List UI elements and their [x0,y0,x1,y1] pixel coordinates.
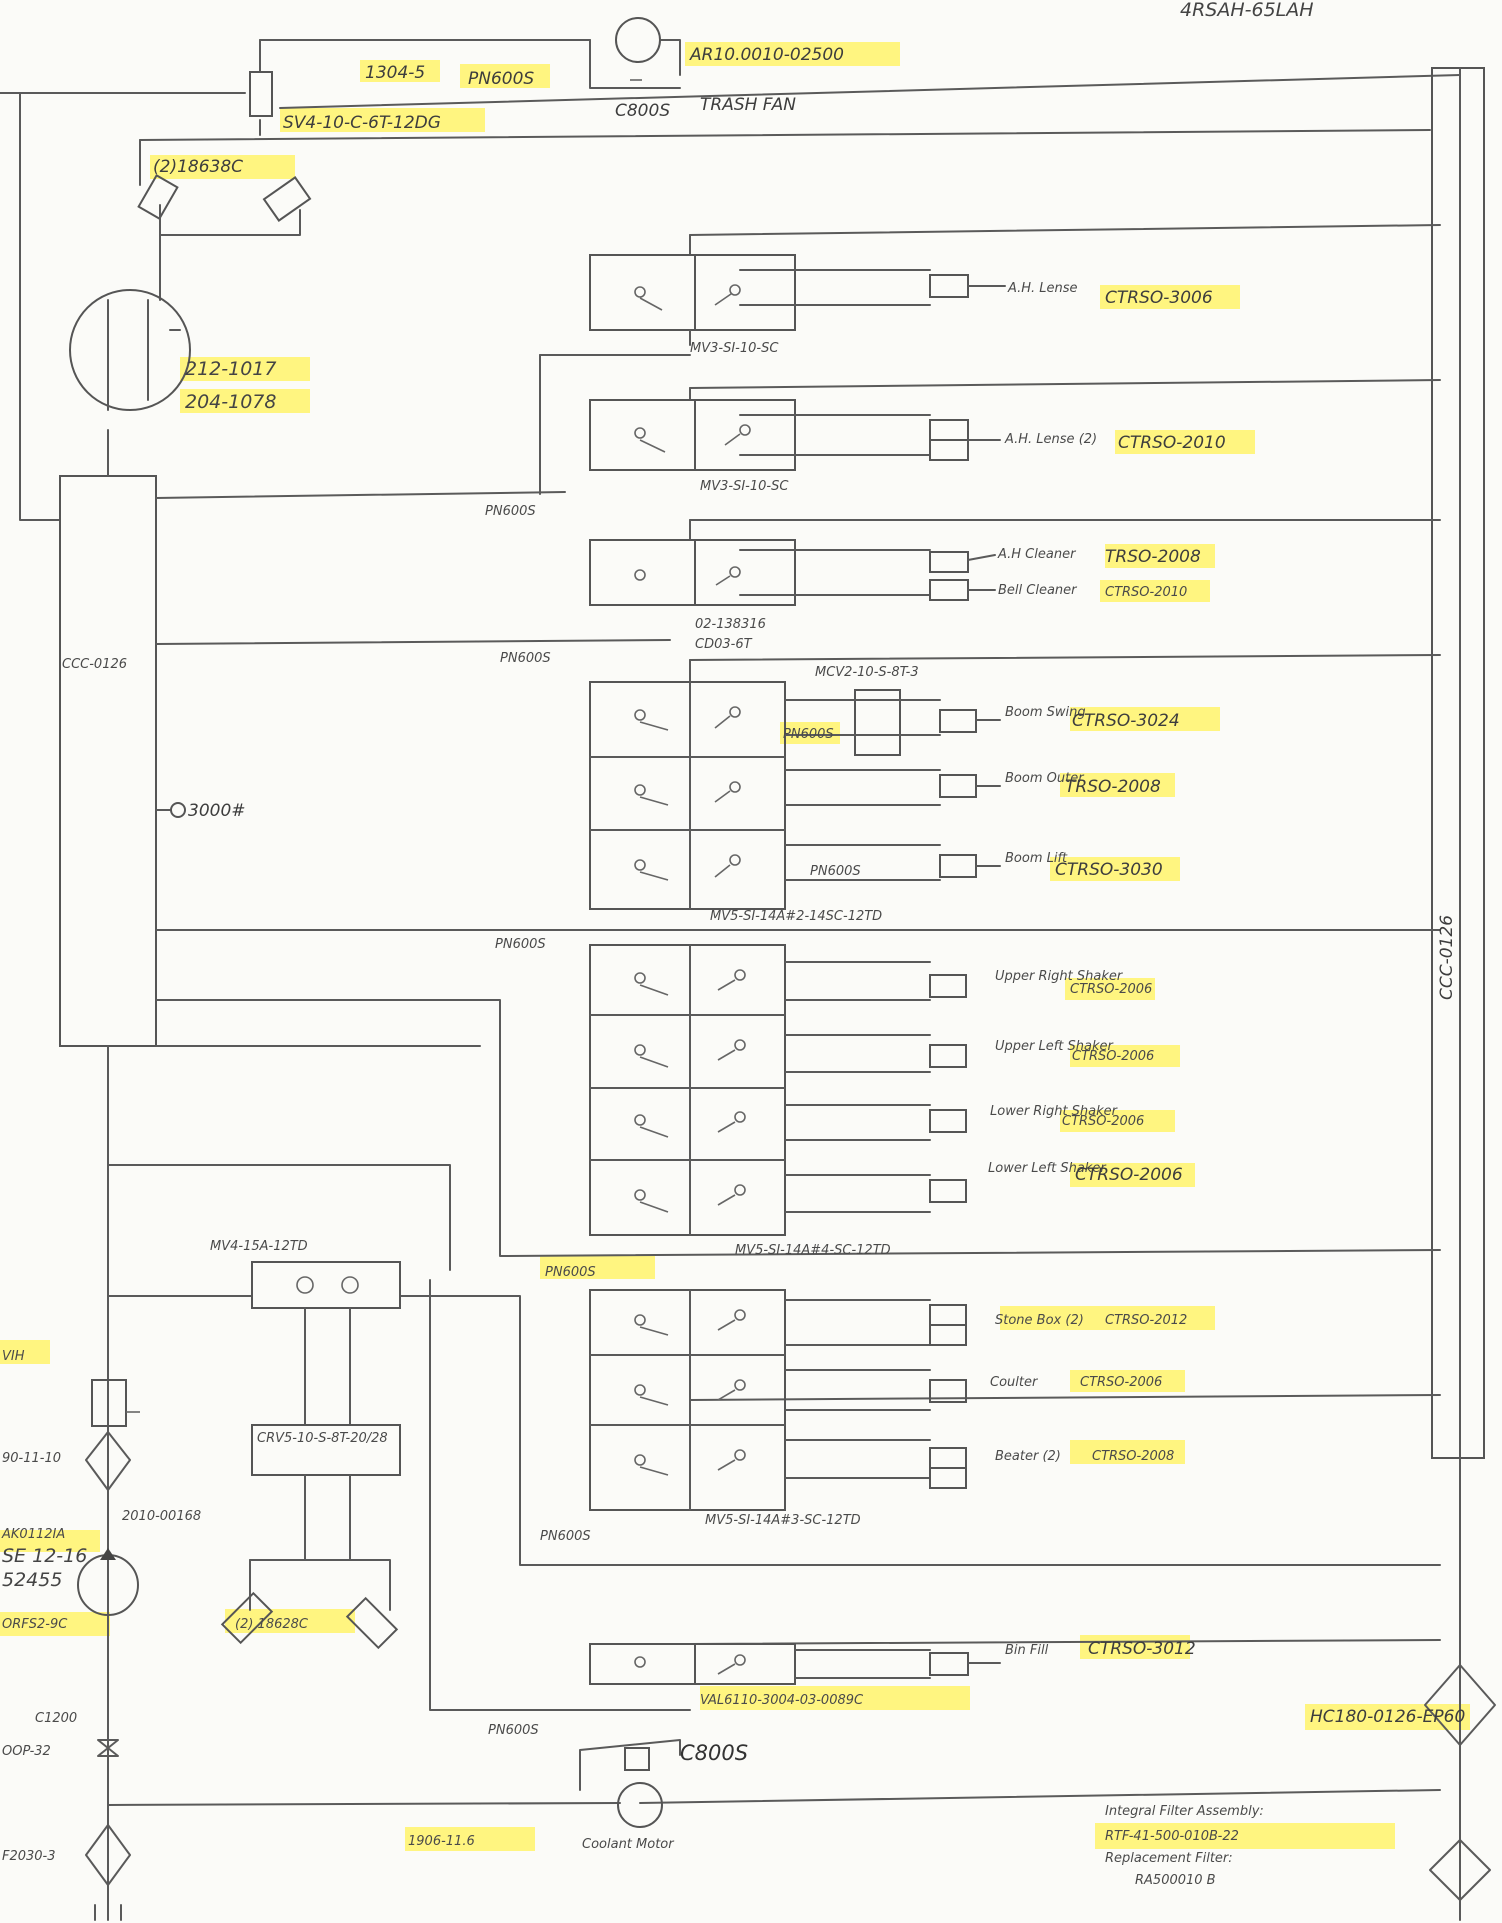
actuator-5-part: CTRSO-3024 [1072,711,1180,731]
actuator-6-name: Boom Outer [1005,771,1085,786]
actuator-11-name: Lower Left Shaker [988,1161,1107,1176]
label-top-pn: PN600S [468,69,534,89]
label-pn6: PN600S [488,1723,539,1738]
valve-7-code: VAL6110-3004-03-0089C [700,1693,864,1708]
return-filter [1424,1664,1496,1901]
actuator-1-name: A.H. Lense [1007,281,1078,296]
label-pn3: PN600S [495,937,546,952]
valve-blocks [589,254,1006,1685]
actuator-8-name: Upper Right Shaker [995,969,1124,984]
valve-4-top: MCV2-10-S-8T-3 [815,665,919,680]
label-top-cyl: (2)18638C [153,157,243,177]
label-pn5: PN600S [540,1529,591,1544]
actuator-9-part: CTRSO-2006 [1072,1049,1154,1064]
note-line-4: RA500010 B [1135,1873,1216,1888]
ccc-right-manifold [1431,67,1485,1459]
label-pressure: 3000# [188,801,246,821]
pump-circuit [77,1261,401,1921]
actuator-6-part: TRSO-2008 [1065,777,1161,797]
note-line-2: RTF-41-500-010B-22 [1105,1829,1239,1844]
actuator-14-part: CTRSO-2008 [1092,1449,1174,1464]
label-bottom-hose: 1906-11.6 [408,1834,475,1849]
label-left-frag3: AK0112IA [1,1527,65,1542]
actuator-14-name: Beater (2) [995,1449,1061,1464]
valve-6-code: MV5-SI-14A#3-SC-12TD [705,1513,861,1528]
actuator-13-part: CTRSO-2006 [1080,1375,1162,1390]
label-ccc-right: CCC-0126 [1437,915,1457,1000]
valve-2-code: MV3-SI-10-SC [700,479,789,494]
label-fan-motor: AR10.0010-02500 [689,45,844,65]
label-coolant-motor: Coolant Motor [582,1837,675,1852]
label-pump-ctrl: CRV5-10-S-8T-20/28 [257,1431,388,1446]
actuator-7-name: Boom Lift [1005,851,1068,866]
label-pn4: PN600S [545,1265,596,1280]
label-pump-valve: MV4-15A-12TD [210,1239,308,1254]
actuator-15-name: Bin Fill [1005,1643,1049,1658]
label-pn-inner2: PN600S [810,864,861,879]
label-left-frag4: SE 12-16 [2,1545,87,1567]
actuator-2-part: CTRSO-2010 [1118,433,1226,453]
trash-fan-motor [249,17,681,117]
label-motor-code2: 204-1078 [185,391,276,413]
actuator-3-part: TRSO-2008 [1105,547,1201,567]
label-ccc-left: CCC-0126 [62,657,127,672]
valve-3-code2: CD03-6T [695,637,753,652]
actuator-4-part: CTRSO-2010 [1105,585,1187,600]
label-pn1: PN600S [485,504,536,519]
actuator-4-name: Bell Cleaner [998,583,1078,598]
actuator-2-name: A.H. Lense (2) [1004,432,1097,447]
label-left-frag8: C1200 [35,1711,77,1726]
valve-1-code: MV3-SI-10-SC [690,341,779,356]
actuator-12-name: Stone Box (2) [995,1313,1084,1328]
label-c800s-top: C800S [615,101,670,121]
label-left-frag2: 90-11-10 [2,1451,61,1466]
coolant-motor [579,1739,681,1828]
label-top-hose: 1304-5 [365,63,425,83]
highlights [0,42,1470,1851]
label-return-filter: HC180-0126-EP60 [1310,1707,1465,1727]
label-pn2: PN600S [500,651,551,666]
label-trash-fan: TRASH FAN [700,95,796,115]
label-left-frag5: 52455 [2,1569,62,1591]
valve-5-code: MV5-SI-14A#4-SC-12TD [735,1243,891,1258]
label-left-frag9: OOP-32 [2,1744,51,1759]
main-motor [69,289,191,411]
valve-4-code: MV5-SI-14A#2-14SC-12TD [710,909,882,924]
note-line-3: Replacement Filter: [1105,1851,1233,1866]
actuator-5-name: Boom Swing [1005,705,1086,720]
actuator-10-part: CTRSO-2006 [1062,1114,1144,1129]
top-cylinders [137,174,312,301]
actuator-11-part: CTRSO-2006 [1075,1165,1183,1185]
actuator-10-name: Lower Right Shaker [990,1104,1119,1119]
label-left-frag7: 2010-00168 [122,1509,201,1524]
main-lines [0,39,1485,1921]
actuator-9-name: Upper Left Shaker [995,1039,1115,1054]
actuator-12-part: CTRSO-2012 [1105,1313,1187,1328]
actuator-3-name: A.H Cleaner [997,547,1077,562]
label-motor-code1: 212-1017 [185,358,276,380]
label-left-frag10: F2030-3 [2,1849,56,1864]
label-left-frag6: ORFS2-9C [2,1617,68,1632]
actuator-7-part: CTRSO-3030 [1055,860,1163,880]
labels: 4RSAH-65LAH 1304-5 PN600S AR10.0010-0250… [1,0,1465,1888]
label-pump-cyl: (2) 18628C [235,1617,309,1632]
label-top-valve: SV4-10-C-6T-12DG [283,113,441,133]
label-left-frag1: VIH [2,1349,25,1364]
label-c800s-bottom: C800S [680,1741,748,1765]
drawing-title: 4RSAH-65LAH [1180,0,1314,21]
actuator-1-part: CTRSO-3006 [1105,288,1213,308]
label-pn-inner1: PN600S [783,727,834,742]
note-line-1: Integral Filter Assembly: [1105,1804,1264,1819]
actuator-8-part: CTRSO-2006 [1070,982,1152,997]
actuator-13-name: Coulter [990,1375,1039,1390]
top-solenoid-valve [249,71,273,117]
ccc-left-manifold [59,475,157,1047]
valve-3-code: 02-138316 [695,617,766,632]
actuator-15-part: CTRSO-3012 [1088,1639,1196,1659]
